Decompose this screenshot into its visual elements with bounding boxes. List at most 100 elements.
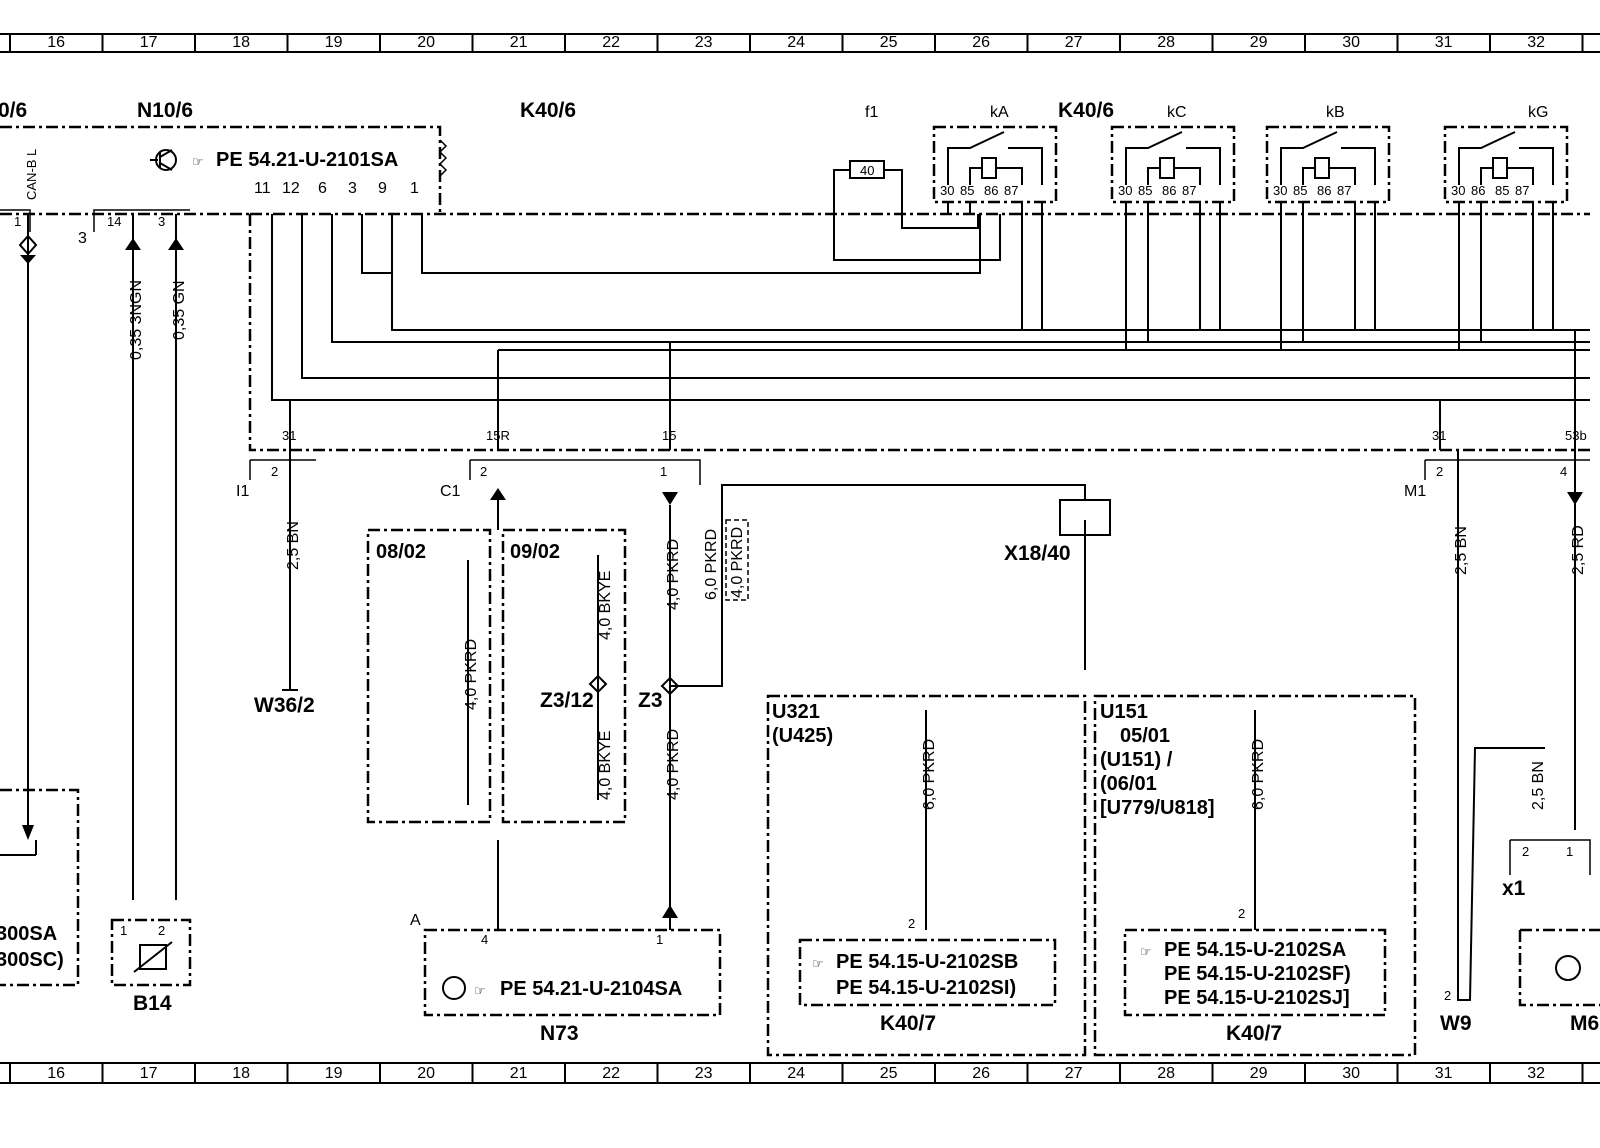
grid-number: 16	[47, 34, 65, 51]
left-reference-1: 300SA	[0, 923, 57, 945]
grid-number: 24	[787, 34, 805, 51]
relay-pin: 86	[1317, 183, 1331, 198]
relay-pin: 30	[940, 183, 954, 198]
m1-pin-4: 4	[1560, 464, 1567, 479]
pin-1: 1	[410, 180, 419, 197]
thermistor-icon	[139, 944, 167, 970]
n73-label: N73	[540, 1022, 579, 1045]
grid-number: 17	[140, 34, 158, 51]
wire-40pkrd-c: 4,0 PKRD	[665, 729, 682, 800]
k40-7b-ref-3: PE 54.15-U-2102SJ]	[1164, 987, 1350, 1009]
z3-12-label: Z3/12	[540, 689, 594, 712]
n10-6-label: N10/6	[137, 99, 193, 122]
k40-7b-label: K40/7	[1226, 1022, 1282, 1045]
grid-number: 23	[695, 1065, 713, 1082]
w9-label: W9	[1440, 1012, 1472, 1035]
pin-31-a: 31	[282, 428, 296, 443]
k40-7a-label: K40/7	[880, 1012, 936, 1035]
kc-label: kC	[1167, 104, 1187, 121]
grid-number: 23	[695, 34, 713, 51]
relay-coil-icon	[1492, 157, 1508, 179]
grid-number: 22	[602, 34, 620, 51]
k40-7a-ref-2: PE 54.15-U-2102SI)	[836, 977, 1016, 999]
wire-25bn-c: 2,5 BN	[1530, 761, 1547, 810]
pin-3: 3	[348, 180, 357, 197]
u151-box	[1093, 694, 1417, 1057]
u425-label: (U425)	[772, 725, 833, 747]
n10-6-boundary	[0, 125, 442, 216]
grid-number: 28	[1157, 1065, 1175, 1082]
relay-pin: 85	[1495, 183, 1509, 198]
connector-housing	[0, 209, 190, 232]
grid-number: 18	[232, 34, 250, 51]
relay-pin: 87	[1337, 183, 1351, 198]
motor-icon	[1555, 955, 1581, 981]
wire-25bn-a: 2,5 BN	[285, 521, 302, 570]
grid-number: 28	[1157, 34, 1175, 51]
pointing-hand-icon-k7a: ☞	[812, 956, 824, 971]
m6-box	[1518, 928, 1600, 1007]
n73-pin-4: 4	[481, 932, 488, 947]
grid-number: 21	[510, 34, 528, 51]
internal-bus	[271, 214, 1590, 450]
x1-label: x1	[1502, 877, 1526, 900]
pin-31-b: 31	[1432, 428, 1446, 443]
variant-0902-box	[501, 528, 627, 824]
n73-box	[423, 928, 722, 1017]
grid-number: 19	[325, 34, 343, 51]
x1-connector	[1509, 839, 1591, 875]
relay-box	[1110, 125, 1236, 204]
relay-switch-icon	[1458, 131, 1554, 185]
wire-60pkrd-a: 6,0 PKRD	[703, 529, 720, 600]
x1-pin-2: 2	[1522, 844, 1529, 859]
connector-3-label: 3	[78, 230, 87, 247]
grid-number: 32	[1527, 34, 1545, 51]
relay-switch-icon	[1280, 131, 1376, 185]
k40-6-label: K40/6	[520, 99, 576, 122]
grid-number: 22	[602, 1065, 620, 1082]
connector-pin-1: 1	[14, 214, 21, 229]
can-b-label: CAN-B L	[24, 149, 39, 200]
transistor-icon-n73	[442, 976, 466, 1000]
i1-connector	[249, 459, 316, 480]
variant-0802-box	[366, 528, 492, 824]
m1-label: M1	[1404, 483, 1426, 500]
m1-connector	[1424, 459, 1590, 480]
relay-box	[1265, 125, 1391, 204]
relay-coil-icon	[981, 157, 997, 179]
relay-pin: 30	[1118, 183, 1132, 198]
left-component-box	[0, 788, 80, 987]
wire-60pkrd-b: 6,0 PKRD	[921, 739, 938, 810]
grid-number: 20	[417, 34, 435, 51]
left-wires	[0, 214, 184, 900]
c1-pin-1: 1	[660, 464, 667, 479]
pointing-hand-icon-k7b: ☞	[1140, 944, 1152, 959]
variant-0802-label: 08/02	[376, 541, 426, 563]
wire-035-gn: 0,35 GN	[171, 280, 188, 340]
grid-number: 31	[1435, 34, 1453, 51]
u321-box	[766, 694, 1087, 1057]
grid-number: 25	[880, 1065, 898, 1082]
a-label: A	[410, 912, 421, 929]
grid-number: 25	[880, 34, 898, 51]
connector-pin-3: 3	[158, 214, 165, 229]
z3-label: Z3	[638, 689, 663, 712]
grid-number: 26	[972, 1065, 990, 1082]
grid-number: 18	[232, 1065, 250, 1082]
wire-40bkye-a: 4,0 BKYE	[597, 571, 614, 640]
u779-label: [U779/U818]	[1100, 797, 1215, 819]
relay-coil-icon	[1314, 157, 1330, 179]
c1-label: C1	[440, 483, 461, 500]
f1-label: f1	[865, 104, 878, 121]
relay-box	[1443, 125, 1569, 204]
fuse-value: 40	[860, 163, 874, 178]
m6-label: M6	[1570, 1012, 1599, 1035]
w9-pin-2: 2	[1444, 988, 1451, 1003]
k40-7b-ref-2: PE 54.15-U-2102SF)	[1164, 963, 1351, 985]
relay-pin: 87	[1004, 183, 1018, 198]
kg-label: kG	[1528, 104, 1548, 121]
relay-pin: 30	[1451, 183, 1465, 198]
